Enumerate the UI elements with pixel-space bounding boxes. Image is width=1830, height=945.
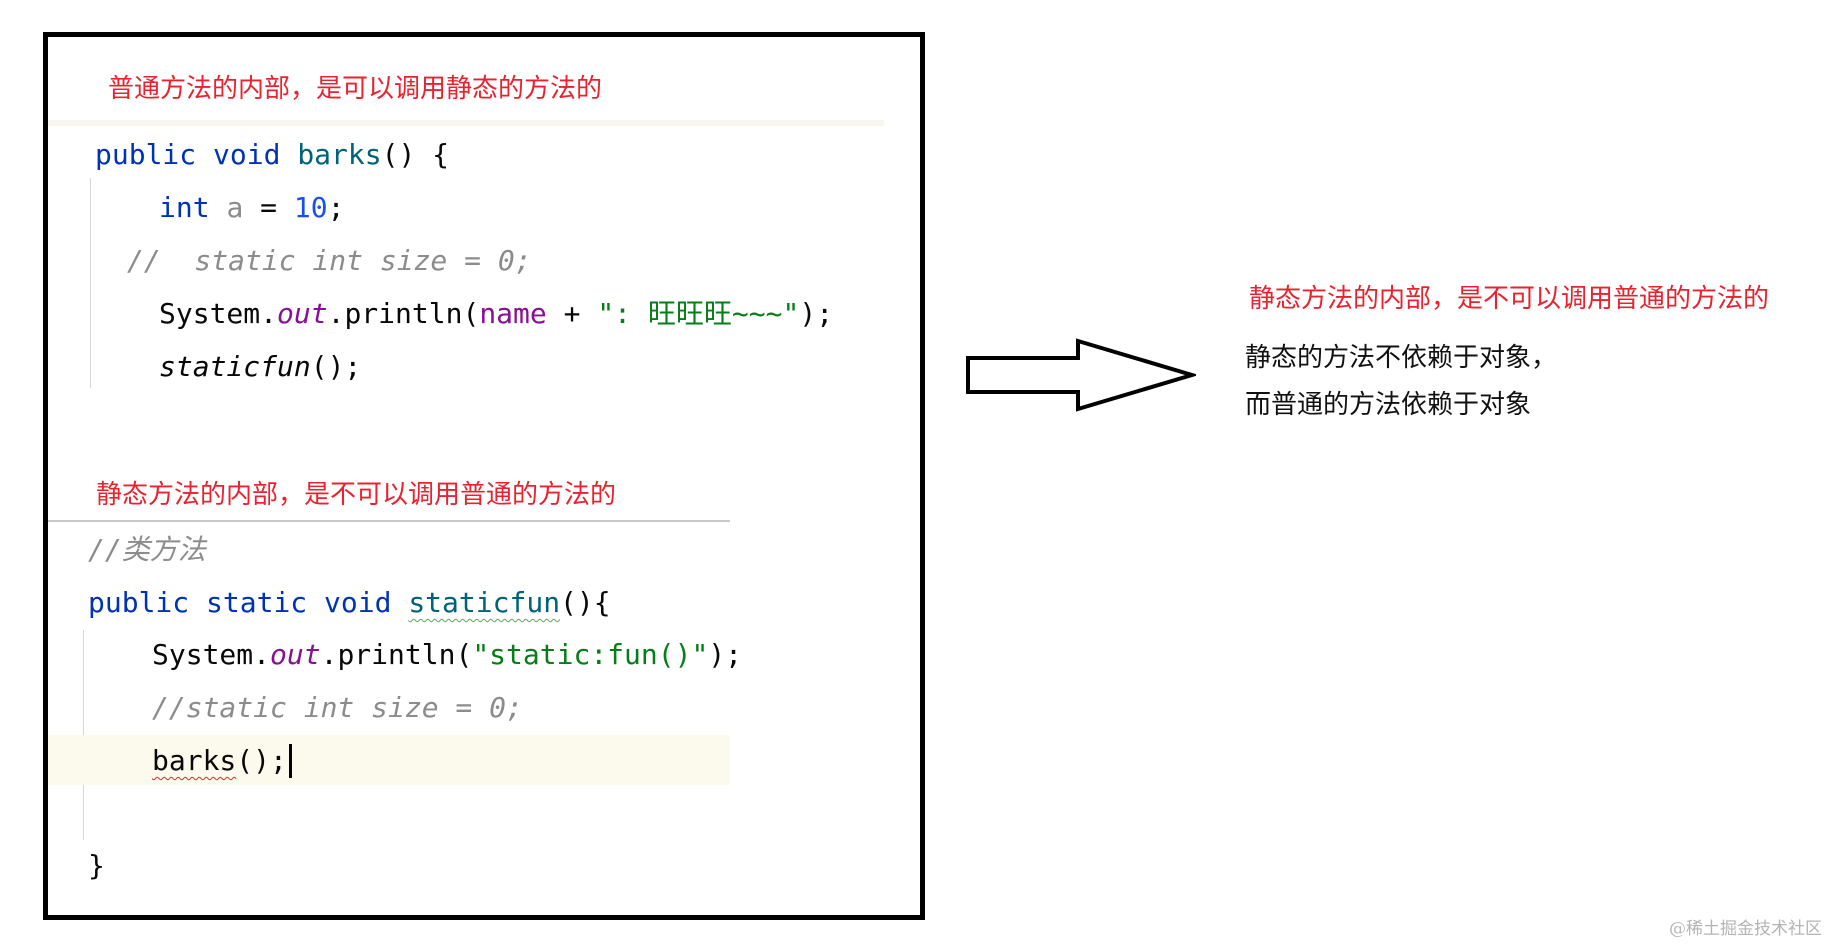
right-arrow-icon — [966, 338, 1196, 412]
method-call-staticfun: staticfun — [159, 350, 311, 383]
method-name-staticfun: staticfun — [408, 586, 561, 619]
code-call-end: (); — [310, 350, 362, 383]
code-line-staticfun-signature: public static void staticfun(){ — [88, 586, 611, 620]
field-out: out — [270, 638, 321, 671]
code-system: System. — [159, 297, 278, 330]
code-line-comment-static-size-2: //static int size = 0; — [152, 691, 523, 724]
code-println: .println( — [327, 297, 480, 330]
code-line-comment-class-method: //类方法 — [88, 533, 206, 566]
code-equals: = — [243, 191, 294, 224]
string-literal-wangwang: ": 旺旺旺~~~" — [597, 297, 800, 330]
keyword-void: void — [213, 138, 281, 171]
code-line-barks-call[interactable]: barks(); — [152, 744, 287, 778]
keyword-int: int — [159, 191, 210, 224]
field-out: out — [277, 297, 328, 330]
variable-a: a — [226, 191, 244, 224]
code-line-comment-static-size: // static int size = 0; — [127, 244, 532, 277]
keyword-public: public — [95, 138, 197, 171]
arrow-shape — [966, 338, 1196, 412]
code-semicolon: ; — [327, 191, 345, 224]
code-close: ); — [708, 638, 743, 671]
code-punctuation: () { — [381, 138, 450, 171]
current-line-highlight — [48, 735, 730, 785]
bottom-note: 静态方法的内部，是不可以调用普通的方法的 — [96, 480, 617, 510]
top-note: 普通方法的内部，是可以调用静态的方法的 — [108, 74, 603, 104]
code-line-int-a: int a = 10; — [159, 191, 344, 225]
code-plus: + — [546, 297, 598, 330]
code-println: .println( — [320, 638, 473, 671]
keyword-public: public — [88, 586, 190, 619]
code-line-closing-brace: } — [88, 849, 105, 882]
code-call-end: (); — [236, 744, 287, 777]
keyword-static: static — [206, 586, 308, 619]
top-indent-guide — [90, 178, 91, 388]
text-caret — [288, 744, 292, 778]
bottom-separator — [48, 520, 730, 522]
number-literal: 10 — [293, 191, 328, 224]
code-line-println-name: System.out.println(name + ": 旺旺旺~~~"); — [159, 297, 833, 331]
right-title: 静态方法的内部，是不可以调用普通的方法的 — [1249, 284, 1770, 314]
field-name: name — [479, 297, 547, 330]
method-call-barks-error: barks — [152, 744, 237, 777]
right-line-1: 静态的方法不依赖于对象， — [1245, 343, 1558, 373]
top-header-band — [48, 120, 884, 126]
code-close: ); — [799, 297, 834, 330]
code-punctuation: (){ — [560, 586, 611, 619]
code-line-staticfun-call: staticfun(); — [159, 350, 361, 384]
string-literal-static-fun: "static:fun()" — [472, 638, 709, 671]
watermark: @稀土掘金技术社区 — [1669, 919, 1822, 939]
method-name-barks: barks — [297, 138, 382, 171]
keyword-void: void — [324, 586, 392, 619]
right-line-2: 而普通的方法依赖于对象 — [1245, 390, 1532, 420]
code-system: System. — [152, 638, 271, 671]
code-line-println-static: System.out.println("static:fun()"); — [152, 638, 742, 672]
code-line-barks-signature: public void barks() { — [95, 138, 449, 172]
